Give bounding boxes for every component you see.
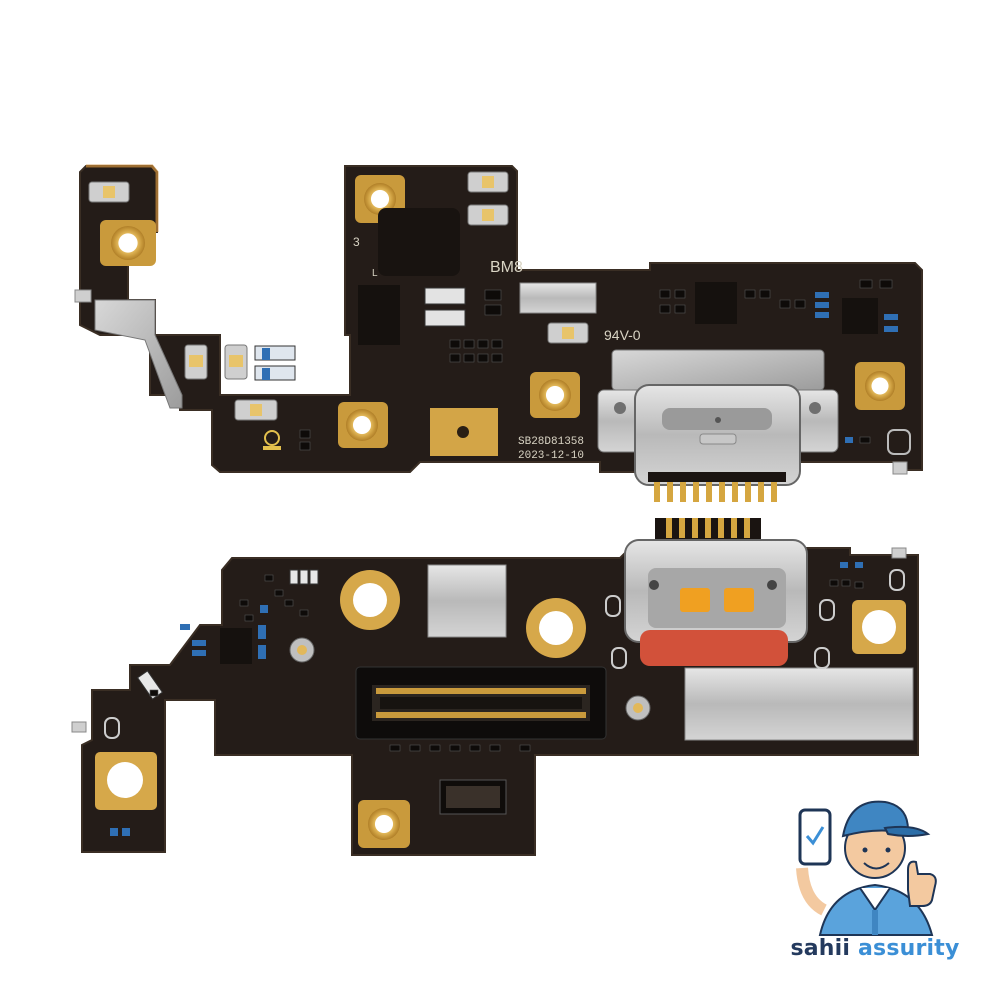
silk-model: BM8	[490, 259, 523, 276]
small-connector	[439, 779, 507, 815]
side-contact	[887, 429, 911, 455]
ic-chip	[695, 282, 737, 324]
oval-pad	[104, 569, 905, 739]
mounting-hole	[338, 402, 388, 448]
brand-name-part1: sahii	[790, 936, 851, 961]
metal-bracket	[94, 299, 183, 409]
solder-pad	[892, 461, 908, 475]
silk-rating: 94V-0	[604, 327, 641, 343]
silk-marker-small: L	[372, 268, 378, 279]
silk-marker: 3	[353, 235, 360, 249]
led-window	[103, 176, 574, 416]
usb-c-contacts-top	[654, 478, 777, 502]
smd-components	[149, 574, 864, 752]
shield-pad	[519, 282, 597, 314]
usb-c-port-top	[597, 349, 839, 486]
bottom-board	[71, 518, 919, 856]
ic-chip	[378, 208, 460, 276]
usb-c-port-bottom	[624, 518, 808, 666]
brand-logo	[796, 800, 937, 936]
ic-chip	[220, 628, 252, 664]
coax-socket	[289, 637, 315, 663]
mounting-hole	[530, 372, 580, 418]
mounting-hole	[526, 598, 586, 658]
fpc-connector	[355, 666, 607, 740]
silk-date: 2023-12-10	[518, 450, 584, 462]
top-board: BM8 94V-0 SB28D81358 2023-12-10 3 L	[74, 164, 923, 502]
smd-pair	[254, 345, 296, 361]
mounting-hole	[855, 362, 905, 410]
smd-pair	[254, 365, 296, 381]
mounting-hole	[340, 570, 400, 630]
solder-pad	[891, 547, 907, 559]
usb-c-contact-strip	[648, 472, 786, 482]
mounting-hole	[95, 752, 157, 810]
phone-icon	[798, 808, 832, 866]
brand-name-part2: assurity	[850, 936, 960, 961]
metal-shield	[684, 667, 914, 741]
mounting-hole	[852, 600, 906, 654]
blue-components	[110, 562, 863, 836]
smd-pair	[424, 287, 466, 305]
solder-pad	[71, 721, 87, 733]
smd-components	[299, 279, 893, 451]
blue-components	[262, 292, 898, 443]
thumbs-up-icon	[907, 860, 937, 907]
silk-serial: SB28D81358	[518, 436, 584, 448]
coax-socket	[625, 695, 651, 721]
metal-can	[427, 564, 507, 638]
top-pcb-edge	[86, 164, 159, 232]
mounting-hole	[358, 800, 410, 848]
ic-chip	[842, 298, 878, 334]
brand-name: sahii assurity	[790, 936, 960, 961]
gold-pad-hole	[457, 426, 469, 438]
smd-pair	[424, 309, 466, 327]
solder-pad	[74, 289, 92, 303]
ic-chip	[358, 285, 400, 345]
mounting-hole	[100, 220, 156, 266]
recycle-mark	[263, 430, 281, 450]
